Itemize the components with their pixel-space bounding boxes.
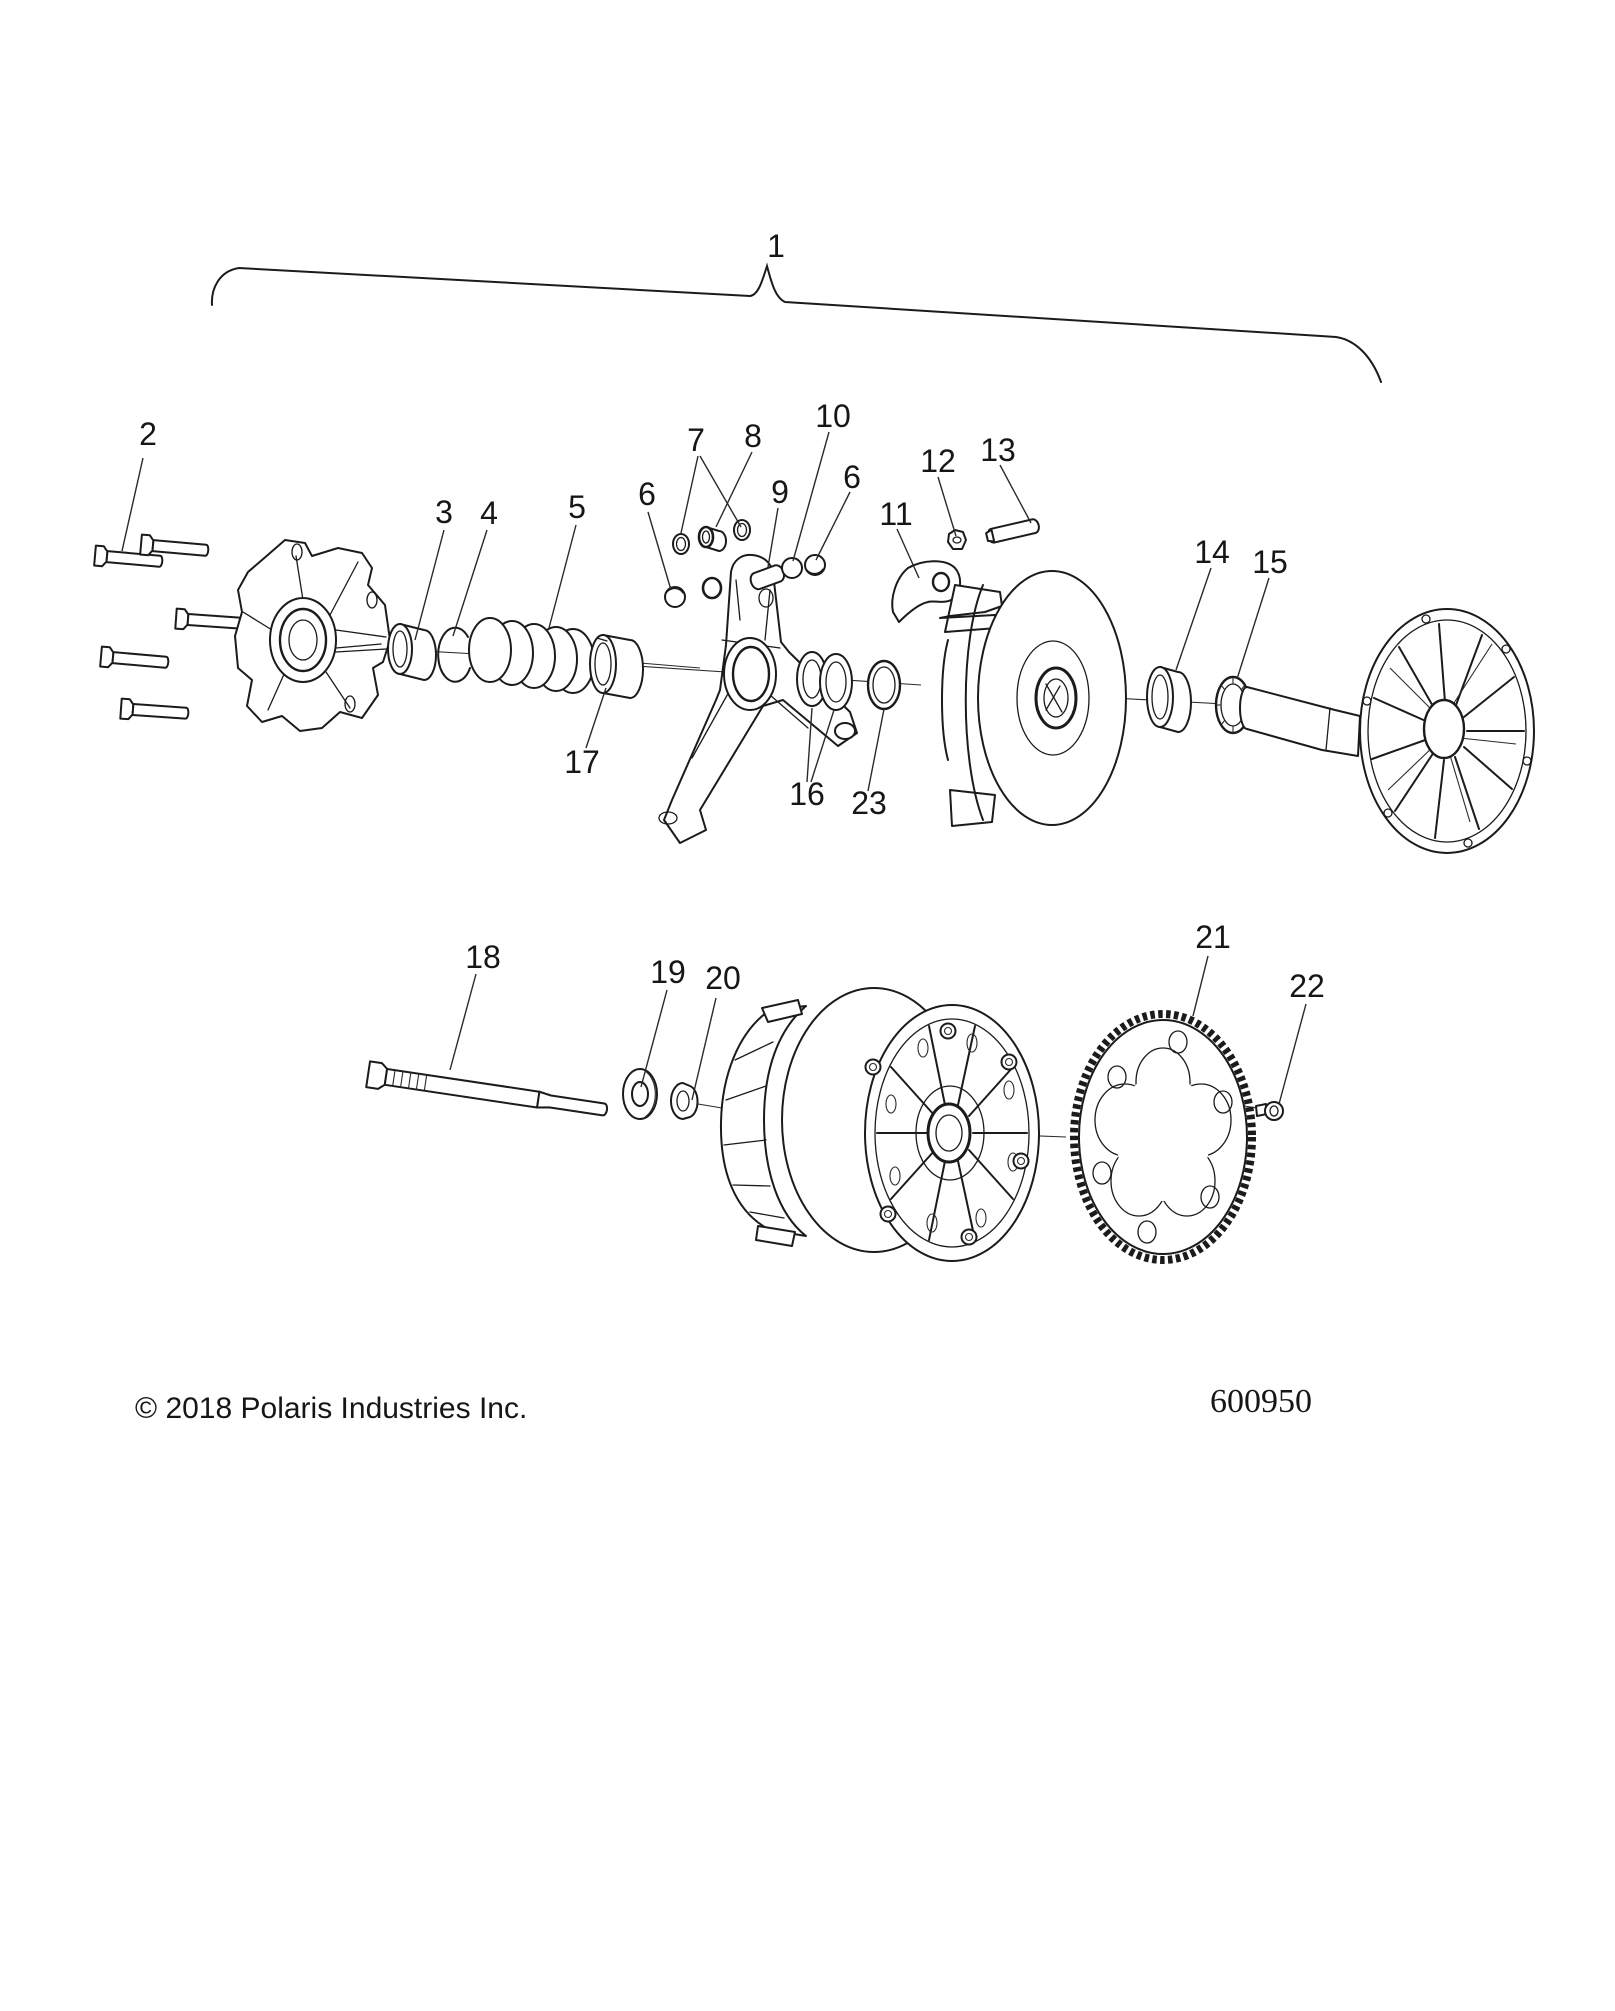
spider-assembly [658,553,858,844]
callout-label-6-5: 6 [638,476,656,512]
washers-16 [796,651,853,711]
washer-7b [733,519,751,541]
o-ring-23 [866,659,902,711]
leader-line-12 [937,476,957,537]
callout-label-3-2: 3 [435,494,453,530]
leader-line-3 [414,529,445,641]
callout-label-8-7: 8 [744,418,762,454]
roller-pin-9 [749,564,786,591]
callout-label-2-1: 2 [139,416,157,452]
callout-label-15-15: 15 [1252,544,1288,580]
leader-line-9 [767,507,779,568]
spacer-8 [697,525,727,552]
mounting-bolts [93,533,245,721]
leader-line-4 [452,529,488,637]
assembly-brace [210,262,1382,383]
drive-shaft [1239,686,1361,757]
leader-line-11 [896,528,920,579]
bushing-14 [1146,666,1192,733]
callout-label-10-9: 10 [815,398,851,434]
callout-label-19-19: 19 [650,954,686,990]
washer-7a [672,533,690,555]
pivot-pin-13 [985,518,1040,544]
callout-label-6-10: 6 [843,459,861,495]
washer-19 [622,1068,658,1120]
fixed-sheave [1359,608,1535,854]
ball-10 [781,557,803,579]
ring-gear-21 [1070,1010,1256,1264]
leader-line-7 [680,455,699,534]
callout-label-1-0: 1 [767,228,785,264]
button-6-left [664,586,686,608]
clutch-bolt-18 [365,1060,609,1117]
bushing-3 [387,623,437,681]
clutch-cover-plate [234,539,391,732]
callout-label-18-18: 18 [465,939,501,975]
callout-label-20-20: 20 [705,960,741,996]
leader-line-16 [810,709,835,783]
button-6-right [804,554,826,576]
leader-line-14 [1175,567,1212,671]
spring-5 [468,617,595,694]
leader-line-6 [815,491,851,561]
leader-line-7 [699,455,742,528]
leader-line-17 [585,687,607,749]
callout-label-7-6: 7 [687,422,705,458]
callout-label-17-17: 17 [564,744,600,780]
leader-line-8 [715,451,753,528]
callout-label-13-13: 13 [980,432,1016,468]
cover-bolt-heads [864,1022,1030,1246]
leader-line-15 [1236,577,1270,680]
retaining-ring-4 [437,626,471,683]
callout-label-23-23: 23 [851,785,887,821]
leader-line-16 [806,707,813,783]
callout-label-4-3: 4 [480,495,498,531]
callout-label-21-21: 21 [1195,919,1231,955]
callout-label-12-12: 12 [920,443,956,479]
callout-label-14-14: 14 [1194,534,1230,570]
movable-sheave [939,570,1127,827]
callout-label-16-16: 16 [789,776,825,812]
leader-line-21 [1192,955,1209,1017]
footer-copyright: © 2018 Polaris Industries Inc. [135,1392,527,1425]
leader-line-10 [792,431,830,562]
leader-line-20 [691,997,717,1101]
callout-label-22-22: 22 [1289,968,1325,1004]
assembled-clutch [719,987,1040,1262]
leader-line-23 [867,708,885,792]
spacer-20 [670,1082,699,1120]
callout-label-5-4: 5 [568,489,586,525]
leader-line-5 [548,524,577,629]
leader-line-6 [647,511,672,591]
nut-12 [947,529,967,550]
footer-part-number: 600950 [1210,1383,1312,1420]
leader-line-22 [1278,1003,1307,1105]
leader-line-13 [999,464,1032,524]
bushing-17 [589,634,644,699]
callout-label-11-11: 11 [879,496,912,532]
screw-22 [1255,1101,1284,1121]
leader-line-18 [449,973,477,1071]
callout-label-9-8: 9 [771,474,789,510]
leader-line-2 [121,457,144,552]
leader-line-19 [640,989,668,1088]
